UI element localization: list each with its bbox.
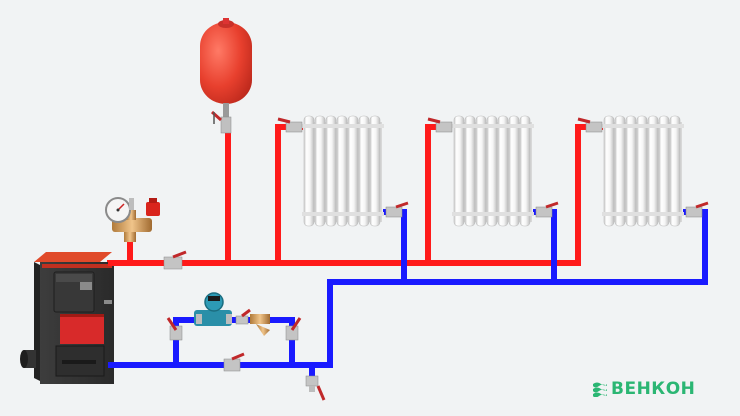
boiler-supply-valve — [163, 250, 187, 270]
expansion-tank — [200, 18, 252, 117]
radiator-1-supply-pipe — [275, 124, 303, 266]
radiator-2 — [452, 115, 534, 227]
venkon-logo-icon — [593, 382, 607, 397]
radiator-2-inlet-valve — [427, 117, 453, 133]
radiator-1-outlet-valve — [385, 201, 409, 218]
strainer-filter — [250, 314, 270, 336]
return-pipes — [109, 209, 708, 383]
return-main-valve — [223, 352, 245, 372]
radiator-2-return-pipe — [533, 209, 557, 285]
radiator-1-inlet-valve — [277, 117, 303, 133]
radiator-3-return-pipe — [683, 209, 708, 285]
brand-name: ВЕНКОН — [611, 379, 696, 399]
tank-valve — [211, 110, 232, 134]
pump-bypass-pipe — [173, 317, 295, 368]
radiator-1 — [302, 115, 384, 227]
solid-fuel-boiler — [20, 252, 114, 384]
radiator-2-supply-pipe — [425, 124, 451, 266]
radiator-3-inlet-valve — [577, 117, 603, 133]
venkon-logo: ВЕНКОН — [592, 378, 695, 400]
drain-valve — [305, 375, 326, 401]
radiator-1-return-pipe — [383, 209, 407, 285]
supply-pipes — [107, 117, 603, 266]
circulation-pump — [194, 292, 251, 326]
radiator-2-outlet-valve — [535, 201, 559, 218]
radiator-3-supply-pipe — [575, 124, 603, 266]
radiator-3 — [602, 115, 684, 227]
radiator-3-outlet-valve — [685, 201, 709, 218]
safety-group — [105, 197, 160, 242]
safety-valve-cap — [146, 202, 160, 216]
pump-bypass-valves — [166, 317, 302, 341]
